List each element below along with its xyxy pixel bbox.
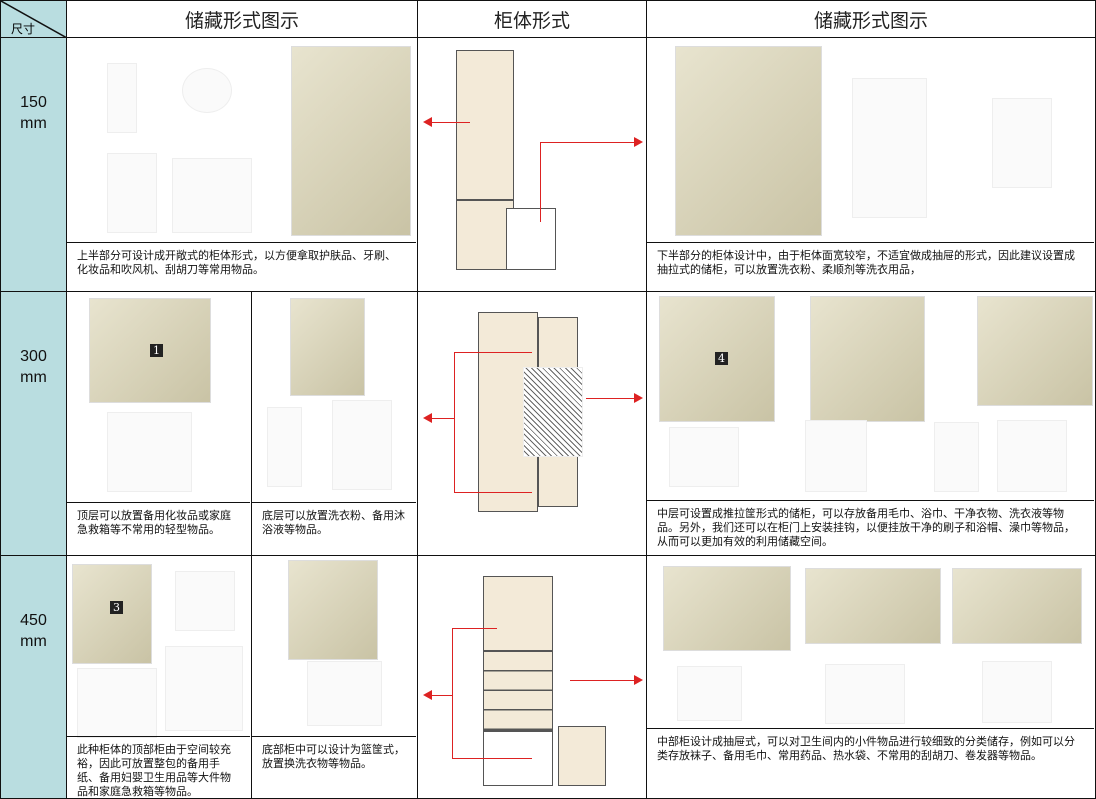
size-unit: mm bbox=[20, 633, 47, 650]
pullout-basket bbox=[506, 208, 556, 270]
col3-header: 储藏形式图示 bbox=[646, 0, 1096, 38]
arrow-line bbox=[540, 142, 541, 222]
size-value: 300 bbox=[20, 348, 47, 365]
row3-left-a-text: 此种柜体的顶部柜由于空间较充裕，因此可放置整包的备用手纸、备用妇婴卫生用品等大件… bbox=[67, 736, 250, 798]
wire-baskets bbox=[523, 367, 583, 457]
detergent-bottle-sketch bbox=[332, 400, 392, 490]
row3-left-b-cell: 底部柜中可以设计为篮筐式，放置换洗衣物等物品。 bbox=[251, 555, 418, 799]
pullout-cabinet-photo bbox=[675, 46, 822, 236]
drawer-socks-photo bbox=[663, 566, 791, 651]
pullout-basket-photo bbox=[810, 296, 925, 422]
row2-right-cell: 4 中层可设置成推拉筐形式的储柜，可以存放备用毛巾、浴巾、干净衣物、洗衣液等物品… bbox=[646, 291, 1096, 556]
detergent-bottle-sketch bbox=[852, 78, 927, 218]
hot-water-bottle-sketch bbox=[982, 661, 1052, 723]
size-300: 300 mm bbox=[0, 291, 67, 556]
hairdryer-sketch bbox=[172, 158, 252, 233]
arrow-left-icon bbox=[428, 418, 454, 419]
cabinet-450-door bbox=[558, 726, 606, 786]
row2-left-a-cell: 1 顶层可以放置备用化妆品或家庭急救箱等不常用的轻型物品。 bbox=[66, 291, 252, 556]
row1-cabinet-cell bbox=[417, 37, 647, 292]
photo-number-label: 1 bbox=[150, 344, 163, 357]
arrow-right-icon bbox=[570, 675, 643, 685]
row2-cabinet-cell bbox=[417, 291, 647, 556]
cabinet-450-drawers bbox=[483, 651, 553, 731]
photo-number-label: 4 bbox=[715, 352, 728, 365]
row3-left-b-text: 底部柜中可以设计为篮筐式，放置换洗衣物等物品。 bbox=[252, 736, 416, 798]
size-450: 450 mm bbox=[0, 555, 67, 799]
shower-cap-sketch bbox=[997, 420, 1067, 492]
row3-right-text: 中部柜设计成抽屉式，可以对卫生间内的小件物品进行较细致的分类储存，例如可以分类存… bbox=[647, 728, 1094, 798]
size-header: 尺寸 bbox=[0, 0, 67, 38]
photo-number-label: 3 bbox=[110, 601, 123, 614]
col2-header: 柜体形式 bbox=[417, 0, 647, 38]
drawer-medicine-photo bbox=[805, 568, 941, 644]
first-aid-box-sketch bbox=[77, 668, 157, 738]
arrow-left-icon bbox=[428, 122, 470, 123]
bottom-shelf-photo bbox=[290, 298, 365, 396]
folded-clothes-sketch bbox=[805, 420, 867, 492]
cabinet-450-upper bbox=[483, 576, 553, 651]
laundry-basket-photo bbox=[288, 560, 378, 660]
arrow-line bbox=[452, 758, 532, 759]
arrow-line bbox=[454, 352, 532, 353]
arrow-line bbox=[452, 628, 453, 758]
laundry-sketch bbox=[307, 661, 382, 726]
row1-left-text: 上半部分可设计成开敞式的柜体形式，以方便拿取护肤品、牙刷、化妆品和吹风机、刮胡刀… bbox=[67, 242, 416, 290]
row1-right-text: 下半部分的柜体设计中，由于柜体面宽较窄，不适宜做成抽屉的形式，因此建议设置成抽拉… bbox=[647, 242, 1094, 290]
arrow-line bbox=[454, 492, 532, 493]
arrow-left-icon bbox=[428, 695, 452, 696]
size-150: 150 mm bbox=[0, 37, 67, 292]
door-hook-photo bbox=[977, 296, 1093, 406]
arrow-line bbox=[454, 352, 455, 492]
row3-left-a-cell: 3 此种柜体的顶部柜由于空间较充裕，因此可放置整包的备用手纸、备用妇婴卫生用品等… bbox=[66, 555, 252, 799]
first-aid-box-sketch bbox=[107, 412, 192, 492]
arrow-right-icon bbox=[586, 393, 643, 403]
col1-header: 储藏形式图示 bbox=[66, 0, 418, 38]
row1-left-cell: 上半部分可设计成开敞式的柜体形式，以方便拿取护肤品、牙刷、化妆品和吹风机、刮胡刀… bbox=[66, 37, 418, 292]
row2-right-text: 中层可设置成推拉筐形式的储柜，可以存放备用毛巾、浴巾、干净衣物、洗衣液等物品。另… bbox=[647, 500, 1094, 554]
towel-sketch bbox=[669, 427, 739, 487]
hot-water-bag-sketch bbox=[677, 666, 742, 721]
top-shelf-photo: 1 bbox=[89, 298, 211, 403]
row3-right-cell: 中部柜设计成抽屉式，可以对卫生间内的小件物品进行较细致的分类储存，例如可以分类存… bbox=[646, 555, 1096, 799]
size-value: 450 bbox=[20, 612, 47, 629]
jar-sketch bbox=[182, 68, 232, 113]
tube-sketch bbox=[107, 153, 157, 233]
size-label: 尺寸 bbox=[11, 22, 36, 36]
row2-left-b-cell: 底层可以放置洗衣粉、备用沐浴液等物品。 bbox=[251, 291, 418, 556]
toilet-paper-sketch bbox=[165, 646, 243, 731]
row1-right-cell: 下半部分的柜体设计中，由于柜体面宽较窄，不适宜做成抽屉的形式，因此建议设置成抽拉… bbox=[646, 37, 1096, 292]
row2-left-b-text: 底层可以放置洗衣粉、备用沐浴液等物品。 bbox=[252, 502, 416, 554]
drawer-tray-sketch bbox=[825, 664, 905, 724]
bottle-sketch bbox=[107, 63, 137, 133]
box-sketch bbox=[175, 571, 235, 631]
softener-bottle-sketch bbox=[992, 98, 1052, 188]
towel-basket-photo: 4 bbox=[659, 296, 775, 422]
row2-left-a-text: 顶层可以放置备用化妆品或家庭急救箱等不常用的轻型物品。 bbox=[67, 502, 250, 554]
arrow-right-icon bbox=[540, 137, 643, 147]
size-unit: mm bbox=[20, 369, 47, 386]
cabinet-150-upper bbox=[456, 50, 514, 200]
open-shelf-photo bbox=[291, 46, 411, 236]
size-value: 150 bbox=[20, 94, 47, 111]
bottle-sketch bbox=[267, 407, 302, 487]
top-storage-photo: 3 bbox=[72, 564, 152, 664]
diagonal-line bbox=[1, 1, 67, 38]
arrow-line bbox=[452, 628, 497, 629]
size-unit: mm bbox=[20, 115, 47, 132]
bottle-sketch bbox=[934, 422, 979, 492]
drawer-razor-photo bbox=[952, 568, 1082, 644]
